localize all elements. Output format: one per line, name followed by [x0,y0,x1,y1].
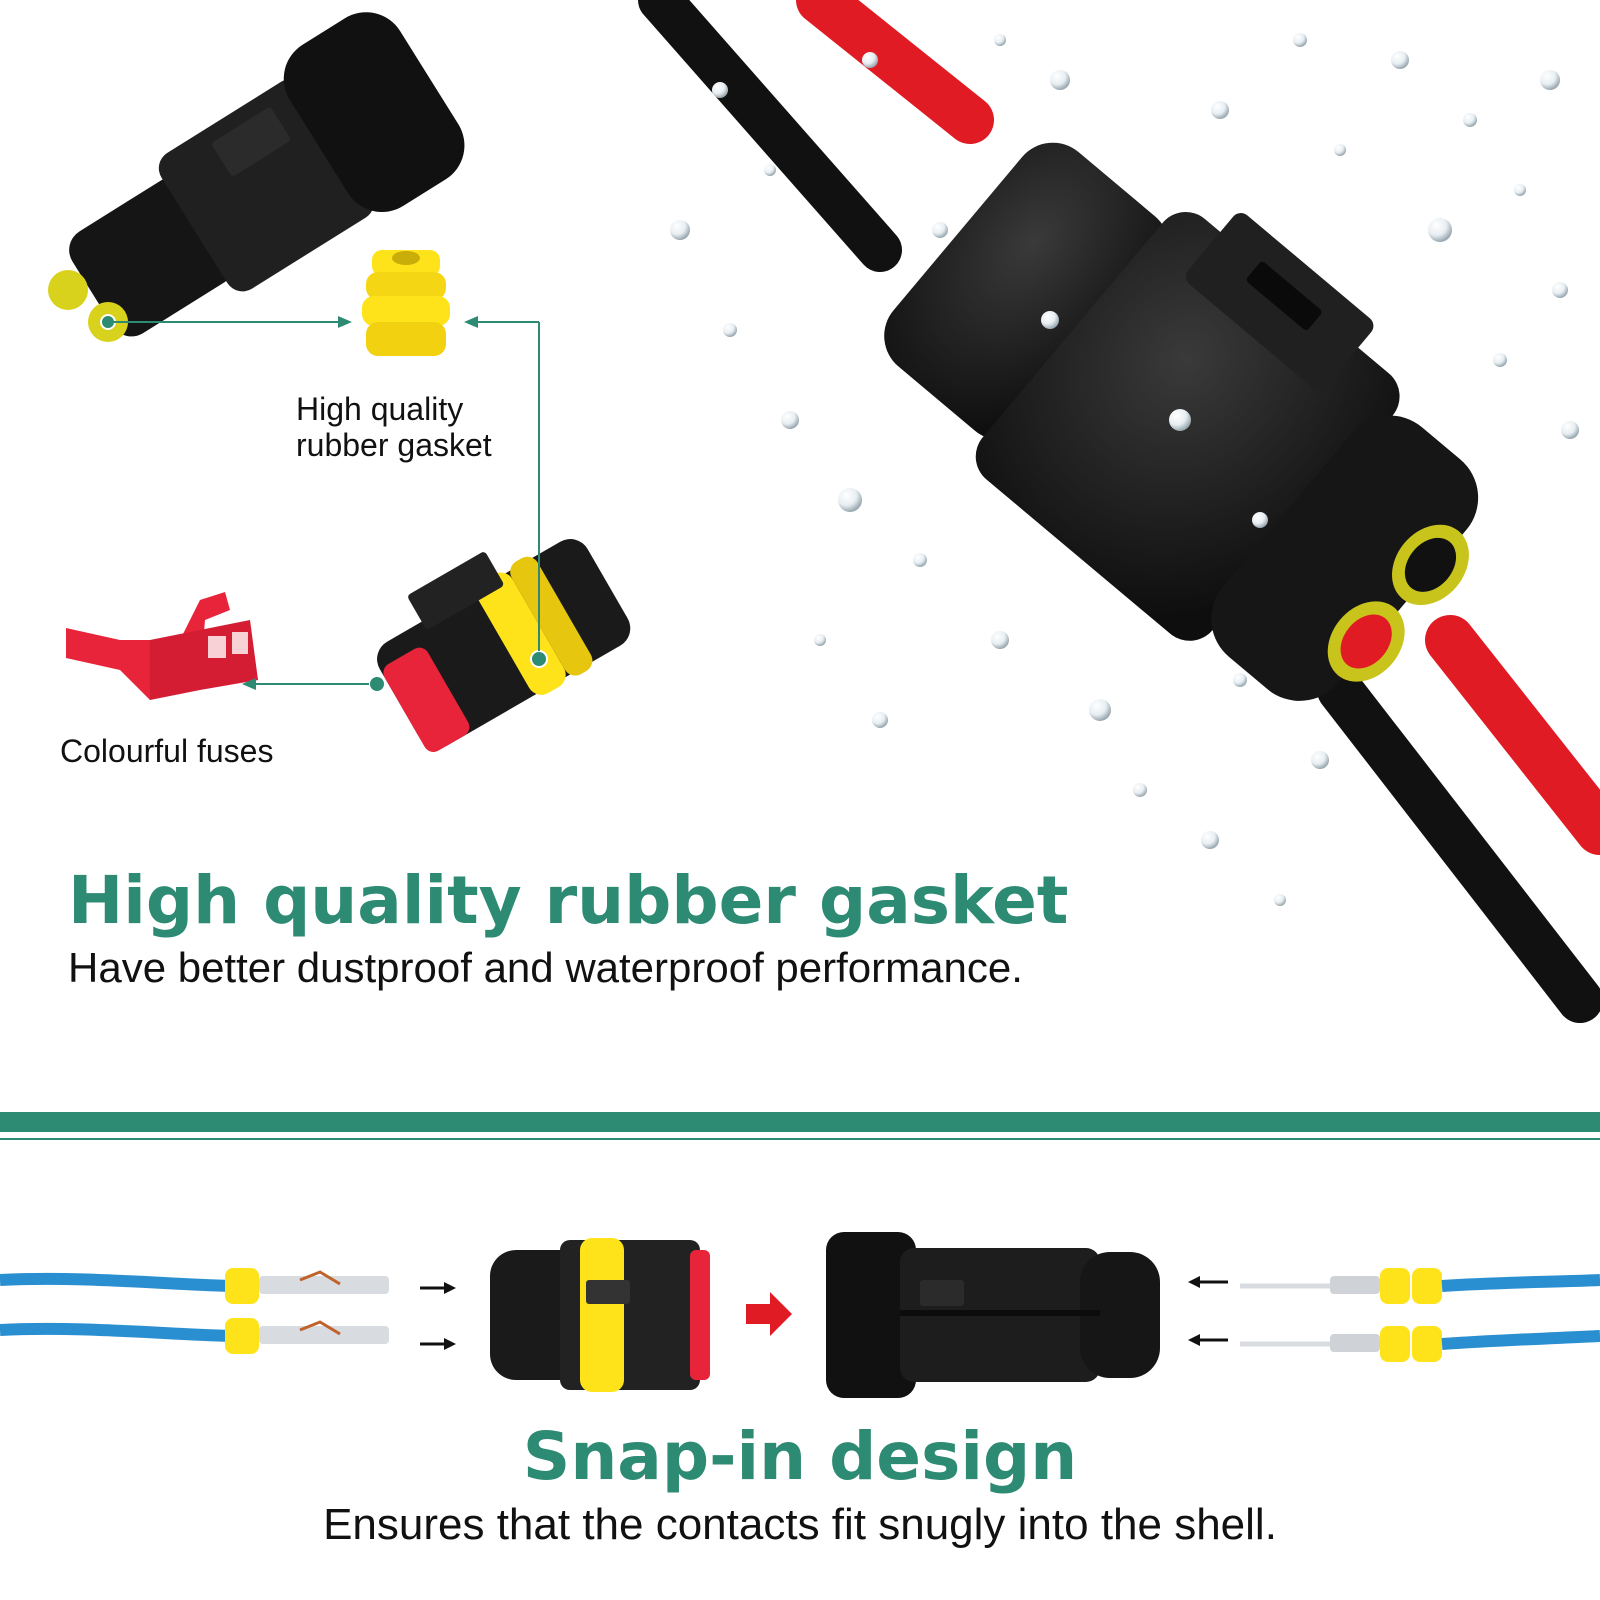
red-fuse [66,592,258,700]
left-wire-terminals [0,1268,389,1354]
gasket-subline: Have better dustproof and waterproof per… [68,944,1023,991]
callout-lines [112,316,540,690]
red-wire-bottom [1425,615,1600,855]
red-arrow-icon [746,1292,792,1336]
black-wire-top [638,0,902,272]
gasket-hole-1 [48,270,88,310]
snap-subline: Ensures that the contacts fit snugly int… [323,1500,1277,1549]
black-wire-bottom [1317,667,1600,1023]
hero-connector-photo [638,0,1600,1023]
yellow-gasket [362,250,450,356]
closed-connector [826,1232,1160,1398]
snap-in-diagram [0,1232,1600,1398]
open-connector [490,1238,710,1392]
male-connector [69,12,465,337]
callout-diagram [48,12,631,752]
gasket-headline: High quality rubber gasket [68,862,1069,939]
section-divider-thin [0,1138,1600,1140]
red-wire-top [796,0,994,144]
snap-headline: Snap-in design [522,1418,1078,1495]
arrow-left-icon [1188,1276,1228,1346]
section-divider-thick [0,1112,1600,1132]
water-droplets [670,33,1579,906]
arrow-right-icon [420,1282,456,1350]
fuse-callout-label: Colourful fuses [60,733,274,769]
female-connector [377,539,631,752]
gasket-callout-label: High quality rubber gasket [296,391,492,463]
right-wire-terminals [1240,1268,1600,1362]
